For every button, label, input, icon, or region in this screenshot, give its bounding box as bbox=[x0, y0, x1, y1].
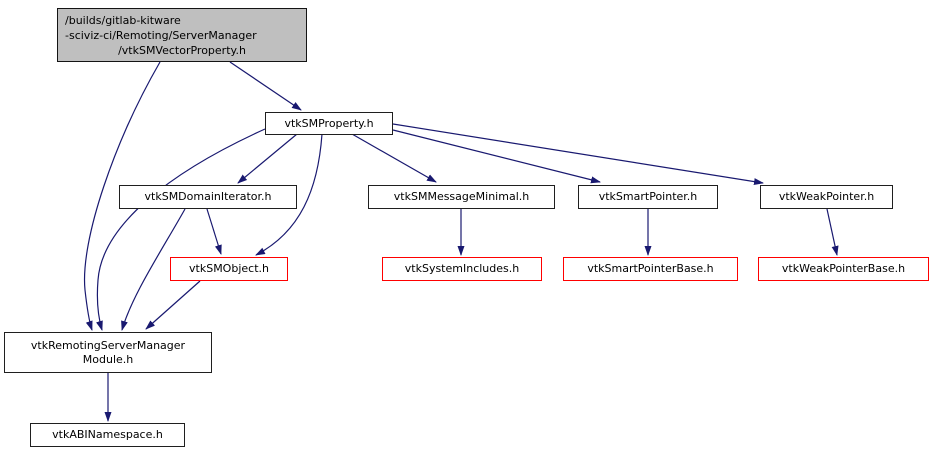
edge-sm-property-to-weak-pointer bbox=[392, 123, 764, 186]
node-label: vtkWeakPointer.h bbox=[778, 190, 875, 203]
node-vtkRemotingServerManagerModule[interactable]: vtkRemotingServerManager Module.h bbox=[4, 332, 212, 373]
node-label: vtkSMObject.h bbox=[189, 262, 269, 275]
node-label-line: -sciviz-ci/Remoting/ServerManager bbox=[65, 28, 257, 42]
node-vtkWeakPointerBase[interactable]: vtkWeakPointerBase.h bbox=[758, 257, 929, 281]
edge-sm-property-to-remoting-module bbox=[96, 128, 266, 331]
node-vtkSmartPointerBase[interactable]: vtkSmartPointerBase.h bbox=[563, 257, 738, 281]
edge-sm-property-to-sm-domain-iterator bbox=[237, 133, 298, 184]
edge-sm-object-to-remoting-module bbox=[145, 280, 201, 330]
node-label: vtkABINamespace.h bbox=[52, 428, 163, 441]
node-label: vtkWeakPointerBase.h bbox=[781, 262, 906, 275]
node-vtkABINamespace[interactable]: vtkABINamespace.h bbox=[30, 423, 185, 447]
node-vtkWeakPointer[interactable]: vtkWeakPointer.h bbox=[760, 185, 893, 209]
edge-sm-property-to-sm-message-minimal bbox=[351, 133, 437, 183]
node-vtkSMMessageMinimal[interactable]: vtkSMMessageMinimal.h bbox=[368, 185, 555, 209]
node-vtkSMVectorProperty: /builds/gitlab-kitware -sciviz-ci/Remoti… bbox=[57, 8, 307, 62]
node-label-line: vtkRemotingServerManager bbox=[30, 338, 186, 352]
node-vtkSMProperty[interactable]: vtkSMProperty.h bbox=[265, 112, 393, 135]
edge-weak-pointer-to-weak-pointer-base bbox=[826, 208, 839, 256]
node-label: vtkSMMessageMinimal.h bbox=[393, 190, 530, 203]
node-label: vtkSystemIncludes.h bbox=[404, 262, 520, 275]
node-label: vtkSMProperty.h bbox=[284, 116, 374, 130]
node-vtkSMObject[interactable]: vtkSMObject.h bbox=[170, 257, 288, 281]
edge-sm-property-to-sm-object bbox=[255, 133, 323, 256]
edge-sm-domain-iterator-to-sm-object bbox=[206, 208, 222, 255]
node-vtkSmartPointer[interactable]: vtkSmartPointer.h bbox=[578, 185, 718, 209]
node-label: vtkSmartPointerBase.h bbox=[587, 262, 714, 275]
edge-sm-domain-iterator-to-remoting-module bbox=[121, 208, 186, 331]
node-label: vtkSMDomainIterator.h bbox=[144, 190, 272, 203]
node-vtkSystemIncludes[interactable]: vtkSystemIncludes.h bbox=[382, 257, 542, 281]
edge-sm-property-to-smart-pointer bbox=[392, 129, 601, 184]
node-label-line: Module.h bbox=[82, 352, 134, 366]
node-label: vtkSmartPointer.h bbox=[598, 190, 698, 203]
edge-root-to-sm-property bbox=[229, 61, 302, 111]
node-vtkSMDomainIterator[interactable]: vtkSMDomainIterator.h bbox=[119, 185, 297, 209]
edge-root-to-remoting-module bbox=[83, 61, 161, 331]
node-label-line: /vtkSMVectorProperty.h bbox=[118, 43, 246, 57]
node-label-line: /builds/gitlab-kitware bbox=[65, 13, 181, 27]
